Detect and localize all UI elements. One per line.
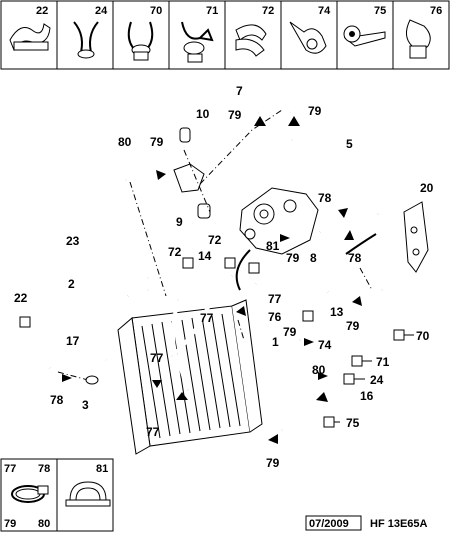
label-75: 75 — [346, 416, 360, 430]
clip-24-icon — [73, 21, 99, 59]
clip-76-icon — [406, 19, 431, 59]
saddle-clip-icon — [65, 481, 111, 507]
hoses — [24, 82, 394, 433]
label-74: 74 — [318, 338, 332, 352]
label-80-a: 80 — [118, 135, 132, 149]
label-78-a: 78 — [318, 191, 332, 205]
label-9: 9 — [176, 215, 183, 229]
label-80-b: 80 — [312, 363, 326, 377]
label-72-b: 72 — [208, 233, 222, 247]
footer-ref: HF 13E65A — [370, 518, 428, 530]
clip-cell-71-label: 71 — [206, 5, 218, 17]
clip-70-icon — [127, 21, 154, 61]
label-77-c: 77 — [150, 351, 164, 365]
label-76: 76 — [268, 310, 282, 324]
label-20: 20 — [420, 181, 434, 195]
label-78-c: 78 — [50, 393, 64, 407]
label-10: 10 — [196, 107, 210, 121]
label-3: 3 — [82, 398, 89, 412]
label-70: 70 — [416, 329, 430, 343]
label-79-e: 79 — [283, 325, 297, 339]
label-8: 8 — [310, 251, 317, 265]
footer-date: 07/2009 — [309, 518, 349, 530]
legend-box-clamps: 77 78 79 80 — [0, 458, 58, 532]
legend-tr: 78 — [38, 463, 50, 475]
legend-bl: 79 — [4, 518, 16, 530]
clip-75-icon — [343, 25, 386, 47]
label-71: 71 — [376, 355, 390, 369]
label-5: 5 — [346, 137, 353, 151]
clip-cell-74-label: 74 — [318, 5, 331, 17]
label-7: 7 — [236, 84, 243, 98]
arrow-markers — [62, 116, 362, 444]
clip-cell-22-label: 22 — [36, 5, 48, 17]
legend-box-clip: 81 — [56, 458, 114, 532]
label-79-c: 79 — [150, 135, 164, 149]
thermostat-housing — [239, 187, 319, 255]
label-81: 81 — [266, 239, 280, 253]
label-2: 2 — [68, 277, 75, 291]
clip-cell-75-label: 75 — [374, 5, 386, 17]
label-22: 22 — [14, 291, 28, 305]
label-13: 13 — [330, 305, 344, 319]
label-77-d: 77 — [146, 425, 160, 439]
label-24: 24 — [370, 373, 384, 387]
label-77-a: 77 — [268, 292, 282, 306]
legend-br: 80 — [38, 518, 50, 530]
legend-81: 81 — [96, 463, 108, 475]
legend-tl: 77 — [4, 463, 16, 475]
clip-71-icon — [181, 21, 214, 63]
hose-clamp-icon — [11, 485, 49, 503]
label-14: 14 — [198, 249, 212, 263]
clip-74-icon — [289, 21, 327, 54]
label-78-b: 78 — [348, 251, 362, 265]
leader-lines — [57, 109, 373, 381]
radiator — [117, 299, 263, 455]
label-17: 17 — [66, 334, 80, 348]
part-labels: 7 79 79 10 5 80 79 78 20 9 23 72 72 81 7… — [14, 84, 434, 470]
footer: 07/2009 HF 13E65A — [305, 515, 428, 531]
clip-22-icon — [9, 23, 51, 52]
bracket-20 — [403, 201, 429, 273]
clip-marker-squares — [19, 257, 414, 428]
label-23: 23 — [66, 234, 80, 248]
label-79-a: 79 — [228, 108, 242, 122]
label-72-a: 72 — [168, 245, 182, 259]
bleed-screw — [173, 127, 211, 219]
label-79-b: 79 — [308, 104, 322, 118]
clip-cell-72-label: 72 — [262, 5, 274, 17]
clip-72-icon — [235, 24, 267, 57]
label-79-d: 79 — [286, 251, 300, 265]
gasket-ring-3 — [85, 375, 99, 385]
label-1: 1 — [272, 335, 279, 349]
clip-table: 22 24 70 71 72 74 75 76 — [0, 0, 450, 70]
label-77-b: 77 — [200, 311, 214, 325]
label-79-g: 79 — [266, 456, 280, 470]
clip-cell-76-label: 76 — [430, 5, 442, 17]
clip-cell-24-label: 24 — [95, 5, 108, 17]
label-16: 16 — [360, 389, 374, 403]
clip-cell-70-label: 70 — [150, 5, 162, 17]
label-79-f: 79 — [346, 319, 360, 333]
